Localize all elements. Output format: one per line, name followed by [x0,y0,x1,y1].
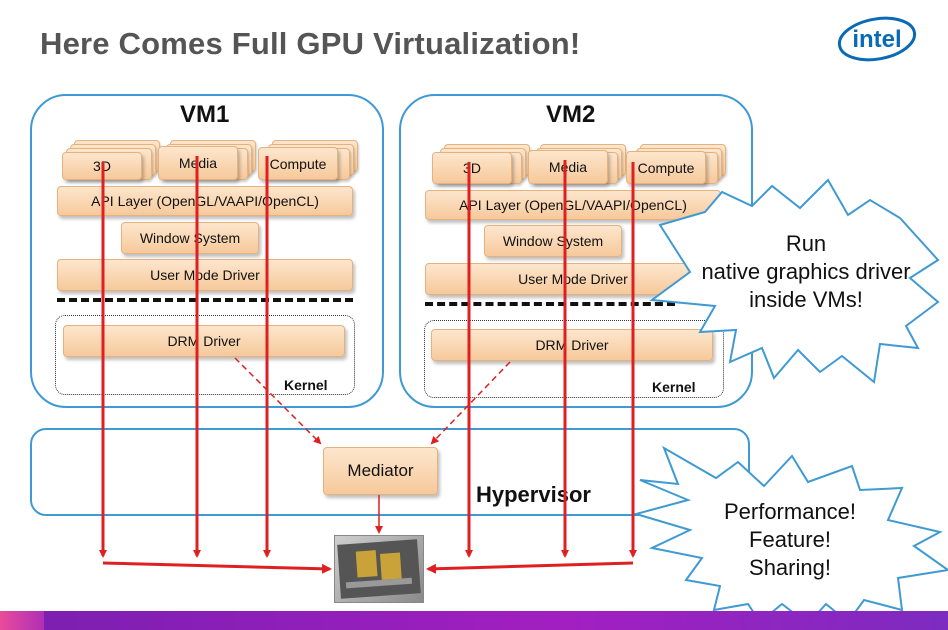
intel-logo: intel [837,16,917,62]
callout2-line3: Sharing! [749,555,831,580]
vm1-drm-driver: DRM Driver [63,325,345,357]
mediator-box: Mediator [323,447,438,495]
vm2-3d-box: 3D [432,152,512,184]
vm1-3d-box: 3D [62,152,142,180]
gpu-chip-image [334,535,424,603]
callout1-line3: inside VMs! [749,287,863,312]
vm1-kernel-label: Kernel [284,377,328,393]
vm1-compute-box: Compute [258,147,338,180]
vm1-user-mode-driver: User Mode Driver [57,259,353,291]
callout2-line2: Feature! [749,527,831,552]
page-title: Here Comes Full GPU Virtualization! [40,26,581,61]
vm1-api-layer: API Layer (OpenGL/VAAPI/OpenCL) [57,186,353,216]
vm2-api-layer: API Layer (OpenGL/VAAPI/OpenCL) [425,190,721,220]
vm1-media-box: Media [158,146,238,180]
vm2-title: VM2 [546,101,596,128]
callout1-line1: Run [785,231,827,256]
callout1-line2: native graphics driver [701,259,911,284]
logo-text: intel [852,26,901,53]
vm2-window-system: Window System [484,225,622,257]
vm2-compute-box: Compute [626,151,706,184]
vm2-media-box: Media [528,150,608,184]
vm1-window-system: Window System [121,222,259,254]
vm1-title: VM1 [180,101,230,128]
callout2-line1: Performance! [723,499,857,524]
vm2-boundary-line [425,302,675,306]
vm2-drm-driver: DRM Driver [431,329,713,361]
footer-bar [0,611,948,630]
callout-text-1: Run native graphics driver inside VMs! [676,230,936,314]
vm1-boundary-line [57,298,353,302]
callout-text-2: Performance! Feature! Sharing! [700,498,880,582]
hypervisor-label: Hypervisor [476,482,591,507]
vm1-kernel-region [55,315,355,395]
vm2-kernel-label: Kernel [652,379,696,395]
